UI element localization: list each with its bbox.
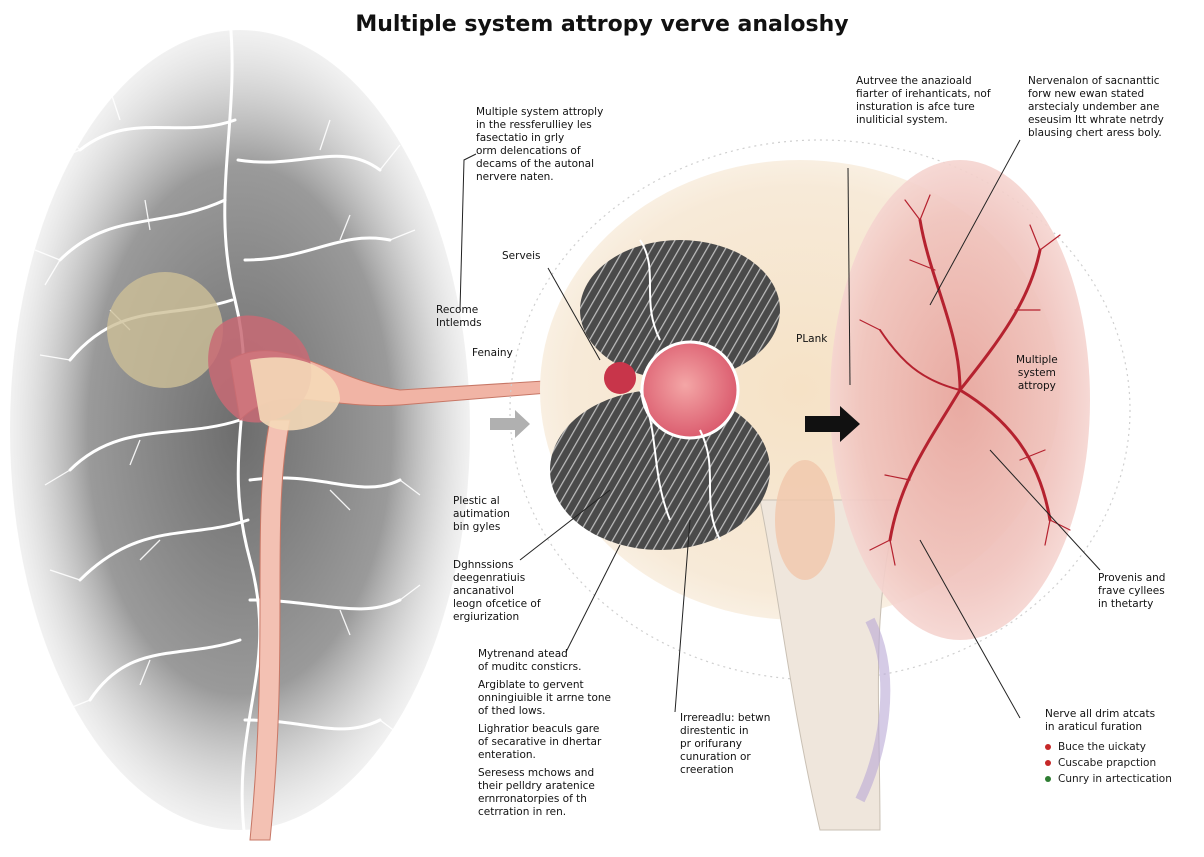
legend-item: Cuscabe prapction [1045,755,1172,771]
label-recome: Recome Intlemds [436,304,482,330]
grey-arrow-icon [490,410,530,438]
label-line: nervere naten. [476,171,554,183]
label-line: arstecialy undember ane [1028,101,1160,113]
legend-label: Cunry in artectication [1058,773,1172,785]
label-line: Irrereadlu: betwn [680,712,771,724]
label-mytrenand: Mytrenand atead of muditc consticrs. Arg… [478,648,611,819]
label-line: frave cyllees [1098,585,1165,597]
label-line: bin gyles [453,521,501,533]
legend-item: Cunry in artectication [1045,771,1172,787]
label-irrereadlu: Irrereadlu: betwn direstentic in pr orif… [680,712,770,777]
label-line: deegenratiuis [453,572,526,584]
label-line: direstentic in [680,725,749,737]
label-line: Nerve all drim atcats [1045,708,1156,720]
legend-label: Cuscabe prapction [1058,757,1157,769]
label-line: Dghnssions [453,559,514,571]
label-nerve-all: Nerve all drim atcats in araticul furati… [1045,708,1155,734]
label-line: eseusim Itt whrate netrdy [1028,114,1164,126]
label-line: Lighratior beaculs gare [478,723,600,735]
label-line: in thetarty [1098,598,1154,610]
black-arrow-icon [805,406,860,442]
label-top-right-b: Nervenalon of sacnanttic forw new ewan s… [1028,75,1164,140]
label-line: ergiurization [453,611,520,623]
label-line: Argiblate to gervent [478,679,584,691]
label-serveis: Serveis [502,250,541,262]
label-line: pr orifurany [680,738,742,750]
label-line: system [1017,367,1056,379]
label-line: leogn ofcetice of [453,598,541,610]
label-line: of secarative in dhertar [478,736,602,748]
red-vessel-tree [859,194,1071,566]
label-line: fasectatio in grly [476,132,565,144]
label-line: Plestic al [453,495,500,507]
label-line: orm delencations of [476,145,581,157]
label-line: creeration [680,764,734,776]
label-line: insturation is afce ture [856,101,975,113]
label-plestic: Plestic al autimation bin gyles [453,495,510,534]
label-line: forw new ewan stated [1028,88,1145,100]
central-organ [509,139,1131,831]
label-provenis: Provenis and frave cyllees in thetarty [1098,572,1165,611]
label-dghnssions: Dghnssions deegenratiuis ancanativol leo… [453,559,541,624]
label-top-right-a: Autrvee the anazioald fiarter of irehant… [856,75,991,127]
label-line: their pelldry aratenice [478,780,595,792]
label-line: Provenis and [1098,572,1166,584]
label-fenainy: Fenainy [472,347,513,359]
label-line: onningiuible it arrne tone [478,692,612,704]
label-line: of thed lows. [478,705,546,717]
label-line: fiarter of irehanticats, nof [856,88,991,100]
legend-dot-icon [1045,744,1051,750]
label-top-center: Multiple system attroply in the ressferu… [476,106,603,184]
label-line: Multiple system attroply [476,106,604,118]
label-line: decams of the autonal [476,158,595,170]
label-line: of muditc consticrs. [478,661,582,673]
label-line: autimation [453,508,510,520]
label-line: enteration. [478,749,536,761]
label-line: ernrronatorpies of th [478,793,587,805]
label-line: ancanativol [453,585,514,597]
label-line: Multiple [1016,354,1058,366]
legend: Buce the uickaty Cuscabe prapction Cunry… [1045,739,1172,787]
label-line: Intlemds [436,317,482,329]
legend-item: Buce the uickaty [1045,739,1172,755]
flow-arrows [490,406,860,442]
leader-lines [459,139,1101,719]
legend-dot-icon [1045,776,1051,782]
legend-label: Buce the uickaty [1058,741,1147,753]
label-line: Recome [436,304,479,316]
label-line: cunuration or [680,751,751,763]
label-line: blausing chert aress boly. [1028,127,1162,139]
label-plank: PLank [796,333,828,345]
legend-dot-icon [1045,760,1051,766]
label-line: in the ressferulliey les [476,119,592,131]
label-line: Seresess mchows and [478,767,595,779]
diagram-title: Multiple system attropy verve analoshy [355,12,849,37]
label-line: inuliticial system. [856,114,948,126]
label-line: in araticul furation [1045,721,1143,733]
label-multiple-system: Multiple system attropy [1016,354,1058,393]
label-line: Autrvee the anazioald [856,75,972,87]
label-line: Nervenalon of sacnanttic [1028,75,1160,87]
label-line: attropy [1017,380,1056,392]
left-nerve-tree [10,18,470,842]
label-line: Mytrenand atead [478,648,568,660]
label-line: cetrration in ren. [478,806,567,818]
